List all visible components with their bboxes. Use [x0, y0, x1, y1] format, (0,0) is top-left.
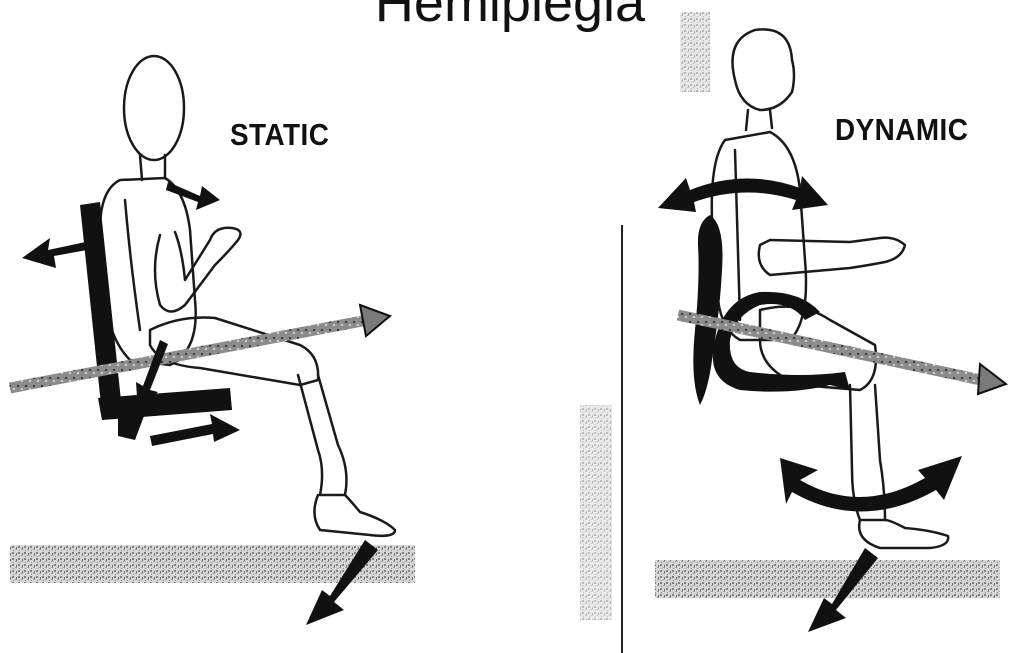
static-shin: [298, 375, 346, 495]
static-label: STATIC: [230, 117, 329, 153]
dynamic-head: [733, 29, 795, 110]
dynamic-foot: [859, 520, 948, 548]
static-chair: [80, 202, 232, 440]
static-arm: [155, 228, 240, 312]
static-chest-arrow: [166, 182, 220, 210]
dynamic-back-support: [693, 215, 722, 405]
static-panel: [10, 56, 415, 625]
static-seat-arrow: [150, 414, 240, 446]
dynamic-arm: [759, 238, 905, 275]
dynamic-torso: [712, 132, 806, 340]
dynamic-floor: [655, 560, 1000, 598]
static-torso: [100, 178, 196, 365]
diagram-title: Hemiplegia: [360, 0, 660, 34]
static-foot: [314, 495, 395, 536]
dynamic-label: DYNAMIC: [835, 112, 968, 148]
dynamic-shoulder-arrow: [658, 176, 828, 212]
static-head: [124, 56, 184, 160]
dynamic-figure: [712, 29, 948, 548]
dynamic-knee-arrow: [780, 456, 962, 512]
